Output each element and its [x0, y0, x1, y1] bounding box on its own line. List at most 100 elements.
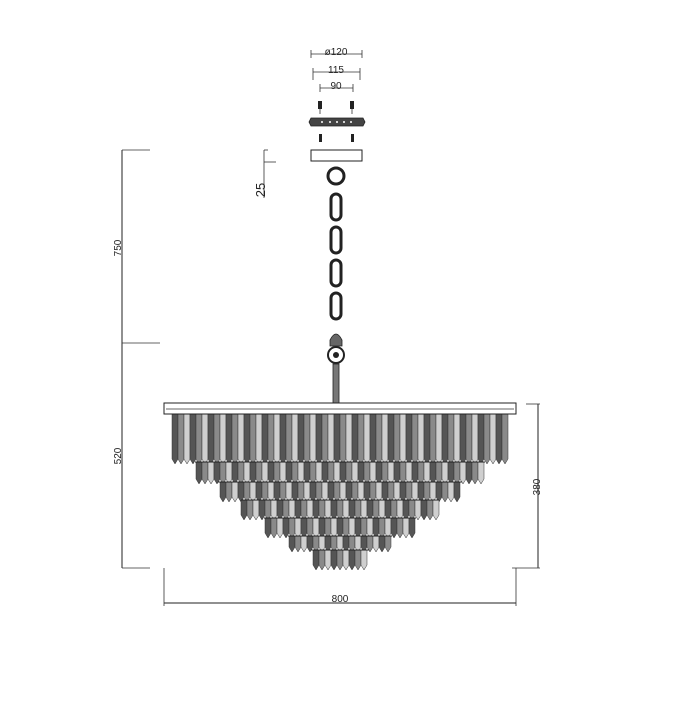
crystal-prism: [291, 481, 299, 503]
crystal-prism: [267, 413, 275, 465]
crystal-prism: [378, 535, 386, 553]
crystal-prism: [336, 549, 344, 571]
crystal-prism: [315, 481, 323, 503]
crystal-prism: [405, 461, 413, 485]
crystal-prism: [384, 499, 392, 521]
crystal-prism: [405, 413, 413, 465]
crystal-prism: [183, 413, 191, 465]
crystal-prism: [333, 413, 341, 465]
crystal-prism: [243, 413, 251, 465]
crystal-tier: [195, 461, 485, 485]
crystal-prism: [453, 481, 461, 503]
crystal-prism: [471, 413, 479, 465]
crystal-prism: [312, 499, 320, 521]
crystal-prism: [363, 481, 371, 503]
crystal-prism: [282, 499, 290, 521]
crystal-prism: [447, 413, 455, 465]
crystal-prism: [342, 549, 350, 571]
crystal-prism: [363, 461, 371, 485]
crystal-prism: [285, 413, 293, 465]
crystal-prism: [243, 461, 251, 485]
crystal-prism: [273, 413, 281, 465]
crystal-prism: [270, 517, 278, 539]
crystal-prism: [375, 481, 383, 503]
crystal-prism: [351, 481, 359, 503]
crystal-prism: [393, 413, 401, 465]
crystal-prism: [294, 535, 302, 553]
crystal-prism: [276, 499, 284, 521]
crystal-prism: [213, 413, 221, 465]
crystal-prism: [195, 461, 203, 485]
crystal-prism: [300, 499, 308, 521]
crystal-prism: [306, 517, 314, 539]
crystal-prism: [417, 413, 425, 465]
crystal-prism: [369, 461, 377, 485]
crystal-prism: [489, 413, 497, 465]
crystal-prism: [273, 461, 281, 485]
mounting-bracket: [308, 101, 366, 142]
crystal-prism: [267, 481, 275, 503]
crystal-prism: [453, 461, 461, 485]
crystal-prism: [240, 499, 248, 521]
crystal-prism: [219, 481, 227, 503]
crystal-prism: [366, 517, 374, 539]
crystal-prism: [435, 481, 443, 503]
crystal-prism: [333, 481, 341, 503]
crystal-prism: [384, 517, 392, 539]
crystal-prism: [354, 499, 362, 521]
crystal-prism: [297, 461, 305, 485]
crystal-prism: [300, 535, 308, 553]
crystal-prism: [267, 461, 275, 485]
crystal-prism: [327, 481, 335, 503]
crystal-prism: [348, 499, 356, 521]
crystal-prism: [327, 413, 335, 465]
crystal-prism: [435, 413, 443, 465]
crystal-prism: [459, 461, 467, 485]
crystal-prism: [303, 481, 311, 503]
crystal-prism: [282, 517, 290, 539]
crystal-prism: [171, 413, 179, 465]
crystal-prism: [309, 461, 317, 485]
canopy-height-dimension: 25: [253, 149, 276, 198]
crystal-prism: [300, 517, 308, 539]
crystal-prism: [354, 549, 362, 571]
total-height-label: 750: [113, 239, 124, 256]
right-dimension: 380: [512, 403, 543, 569]
crystal-prism: [465, 413, 473, 465]
crystal-prism: [495, 413, 503, 465]
chain-to-body-label: 520: [113, 447, 124, 464]
crystal-prism: [294, 517, 302, 539]
crystal-prism: [387, 413, 395, 465]
crystal-prism: [351, 461, 359, 485]
crystal-tier: [311, 549, 369, 571]
crystal-prism: [441, 413, 449, 465]
crystal-prism: [429, 481, 437, 503]
crystal-prism: [399, 413, 407, 465]
crystal-prism: [441, 461, 449, 485]
crystal-prism: [312, 517, 320, 539]
crystal-prism: [360, 517, 368, 539]
crystal-prism: [258, 499, 266, 521]
crystal-prism: [237, 461, 245, 485]
crystal-prism: [261, 481, 269, 503]
crystal-tier: [218, 481, 462, 503]
crystal-prism: [459, 413, 467, 465]
bottom-dimension: 800: [163, 568, 517, 606]
crystal-prism: [330, 517, 338, 539]
crystal-prism: [417, 461, 425, 485]
crystal-prism: [207, 413, 215, 465]
crystal-prism: [219, 413, 227, 465]
crystal-prism: [357, 481, 365, 503]
crystal-prism: [390, 499, 398, 521]
crystal-prism: [432, 499, 440, 521]
crystal-prism: [303, 461, 311, 485]
crystal-prism: [285, 481, 293, 503]
crystal-prism: [477, 461, 485, 485]
crystal-prism: [237, 481, 245, 503]
crystal-prism: [207, 461, 215, 485]
crystal-prism: [177, 413, 185, 465]
crystal-prism: [246, 499, 254, 521]
crystal-prism: [255, 461, 263, 485]
crystal-prism: [369, 413, 377, 465]
